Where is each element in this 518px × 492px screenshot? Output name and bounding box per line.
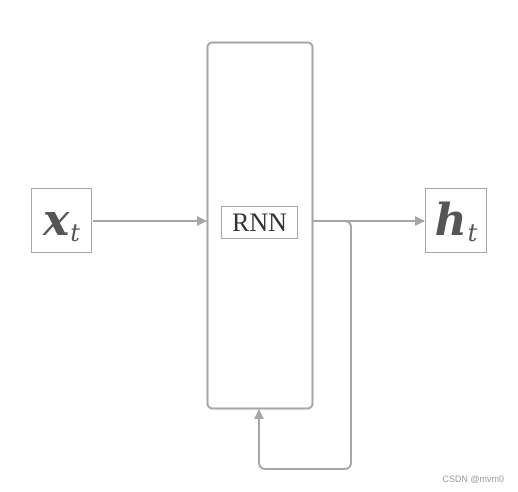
input-subscript: t: [70, 218, 80, 247]
rnn-label: RNN: [221, 206, 298, 239]
recurrent-loop-arrow: [254, 220, 352, 470]
output-symbol: h: [434, 194, 467, 246]
watermark: CSDN @mvm0: [442, 474, 504, 484]
output-subscript: t: [467, 218, 478, 247]
input-symbol: x: [43, 194, 70, 246]
rnn-block: [206, 41, 314, 410]
